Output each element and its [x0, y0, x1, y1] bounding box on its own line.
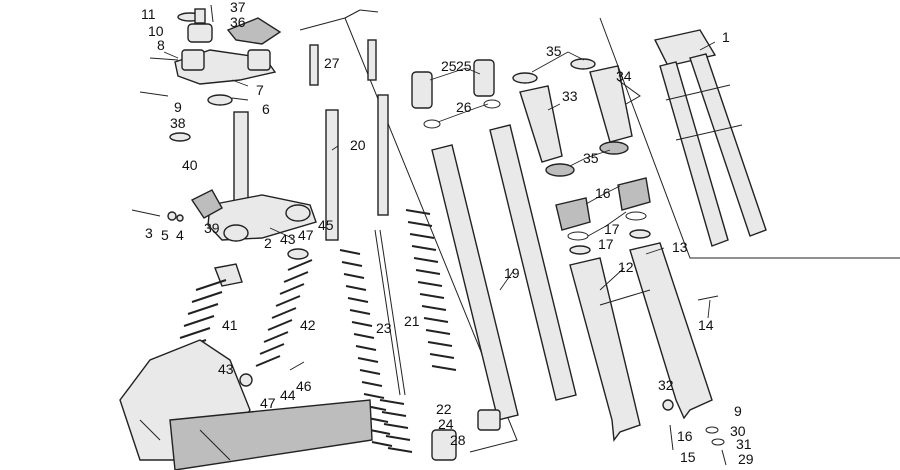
callout-47-bottom: 47 — [260, 395, 276, 411]
callout-22: 22 — [436, 401, 452, 417]
callout-42: 42 — [300, 317, 316, 333]
callout-8: 8 — [157, 37, 165, 53]
callout-47-top: 47 — [298, 227, 314, 243]
fork-tubes — [431, 124, 577, 461]
callout-23: 23 — [376, 320, 392, 336]
callout-46: 46 — [296, 378, 312, 394]
callout-26: 26 — [456, 99, 472, 115]
callout-25-a: 25 — [441, 58, 457, 74]
steering-stem — [131, 111, 317, 242]
callout-30: 30 — [730, 423, 746, 439]
callout-11: 11 — [141, 6, 156, 22]
callout-4: 4 — [176, 227, 184, 243]
callout-28: 28 — [450, 432, 466, 448]
callout-35-mid: 35 — [583, 150, 599, 166]
fasteners — [662, 399, 727, 466]
fork-springs — [339, 209, 457, 453]
callout-43-top: 43 — [280, 231, 296, 247]
callout-43-bottom: 43 — [218, 361, 234, 377]
callout-24: 24 — [438, 416, 454, 432]
fork-covers — [519, 65, 641, 177]
callout-9-top: 9 — [174, 99, 182, 115]
swing-arm — [119, 339, 373, 470]
callout-40: 40 — [182, 157, 198, 173]
callout-17-b: 17 — [598, 236, 614, 252]
callout-labels: 1 2 3 4 5 6 7 8 9 9 10 11 12 13 14 15 16… — [141, 0, 754, 467]
callout-29: 29 — [738, 451, 754, 467]
callout-20: 20 — [350, 137, 366, 153]
callout-41: 41 — [222, 317, 238, 333]
callout-16-bottom: 16 — [677, 428, 693, 444]
callout-44: 44 — [280, 387, 296, 403]
caps-and-seals — [411, 58, 596, 129]
callout-19: 19 — [504, 265, 520, 281]
callout-34: 34 — [616, 68, 632, 84]
callout-45: 45 — [318, 217, 334, 233]
callout-38: 38 — [170, 115, 186, 131]
callout-6: 6 — [262, 101, 270, 117]
callout-5: 5 — [161, 227, 169, 243]
callout-2: 2 — [264, 235, 272, 251]
damper-rods — [309, 39, 406, 396]
callout-7: 7 — [256, 82, 264, 98]
callout-16-top: 16 — [595, 185, 611, 201]
fork-sliders — [569, 242, 719, 442]
complete-fork-assembly — [653, 29, 767, 247]
callout-31: 31 — [736, 436, 752, 452]
callout-1: 1 — [722, 29, 730, 45]
leader-lines — [163, 41, 716, 319]
callout-25-b: 25 — [456, 58, 472, 74]
callout-17-a: 17 — [604, 221, 620, 237]
callout-33: 33 — [562, 88, 578, 104]
callout-3: 3 — [145, 225, 153, 241]
callout-32: 32 — [658, 377, 674, 393]
group-frame-lines — [299, 9, 900, 453]
gaiters — [555, 177, 651, 255]
callout-36: 36 — [230, 14, 246, 30]
callout-39: 39 — [204, 220, 220, 236]
callout-9-bottom: 9 — [734, 403, 742, 419]
callout-15: 15 — [680, 449, 696, 465]
callout-27: 27 — [324, 55, 340, 71]
callout-35-top: 35 — [546, 43, 562, 59]
callout-10: 10 — [148, 23, 164, 39]
callout-14: 14 — [698, 317, 714, 333]
callout-37: 37 — [230, 0, 246, 15]
callout-13: 13 — [672, 239, 688, 255]
callout-12: 12 — [618, 259, 634, 275]
callout-21: 21 — [404, 313, 420, 329]
top-yoke — [139, 4, 282, 106]
